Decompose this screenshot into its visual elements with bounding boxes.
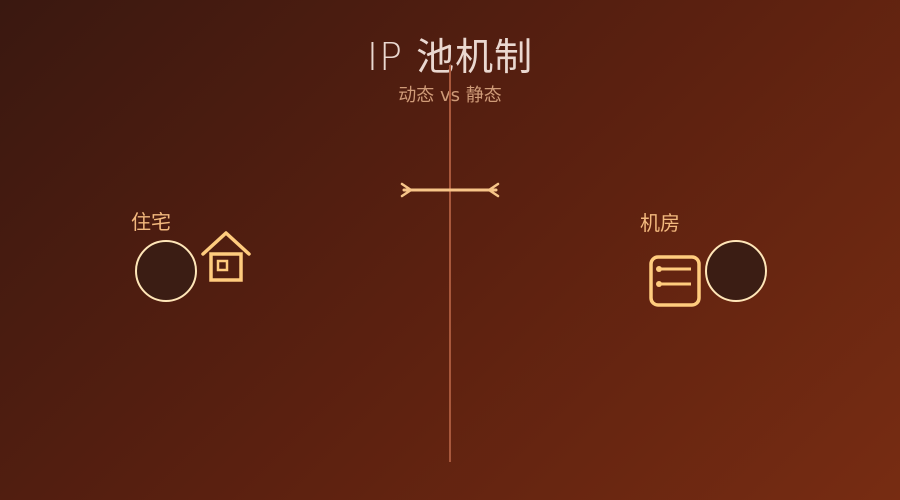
center-divider — [449, 65, 451, 462]
house-icon — [201, 231, 251, 282]
server-icon — [649, 255, 701, 307]
datacenter-label: 机房 — [640, 211, 680, 235]
datacenter-node — [705, 240, 767, 302]
bridge-arrow-icon — [400, 182, 500, 198]
residential-node — [135, 240, 197, 302]
residential-label: 住宅 — [131, 210, 171, 234]
